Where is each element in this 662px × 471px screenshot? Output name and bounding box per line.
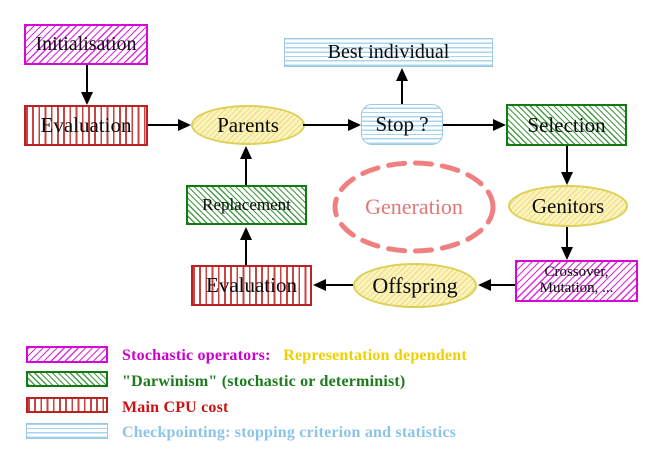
node-evaluation-bottom-label: Evaluation — [206, 273, 297, 298]
node-selection-label: Selection — [527, 112, 606, 137]
legend-swatch-cpu — [26, 397, 108, 413]
node-evaluation-top-label: Evaluation — [40, 113, 132, 138]
legend-row-cpu: Main CPU cost — [122, 399, 229, 417]
dashed-ellipse-graphic — [332, 160, 496, 254]
legend-stochastic-label: Stochastic operators: — [122, 347, 271, 364]
node-best-individual: Best individual — [284, 38, 493, 67]
legend-cpu-label: Main CPU cost — [122, 399, 229, 416]
legend-checkpointing-label: Checkpointing: stopping criterion and st… — [122, 424, 457, 441]
node-genitors-label: Genitors — [531, 193, 605, 218]
node-evaluation-top: Evaluation — [24, 105, 148, 146]
node-genitors: Genitors — [508, 185, 628, 227]
node-parents-label: Parents — [217, 112, 279, 137]
legend-swatch-darwinism — [26, 371, 108, 387]
node-initialisation-label: Initialisation — [35, 33, 137, 55]
node-selection: Selection — [506, 104, 627, 146]
node-replacement: Replacement — [186, 185, 307, 225]
node-best-individual-label: Best individual — [327, 41, 450, 63]
legend-representation-label: Representation dependent — [283, 347, 467, 364]
legend-swatch-checkpointing — [26, 423, 108, 439]
node-stop-label: Stop ? — [375, 112, 429, 137]
legend-row-checkpointing: Checkpointing: stopping criterion and st… — [122, 424, 456, 442]
node-offspring: Offspring — [353, 263, 477, 308]
generation-label: Generation — [365, 194, 463, 219]
legend-row-darwinism: "Darwinism" (stochastic or determinist) — [122, 373, 405, 391]
generation-cycle-ellipse: Generation — [329, 157, 499, 257]
node-stop: Stop ? — [361, 104, 443, 145]
node-evaluation-bottom: Evaluation — [191, 265, 312, 306]
node-initialisation: Initialisation — [24, 24, 148, 65]
node-replacement-label: Replacement — [202, 195, 291, 215]
legend-row-stochastic: Stochastic operators: Representation dep… — [122, 347, 467, 365]
node-crossover-line2: Mutation, ... — [539, 280, 614, 296]
node-crossover-line1: Crossover, — [544, 264, 609, 281]
node-parents: Parents — [191, 105, 305, 145]
legend-swatch-stochastic — [26, 346, 108, 363]
node-offspring-label: Offspring — [372, 272, 458, 298]
node-crossover-mutation: Crossover, Mutation, ... — [515, 260, 638, 302]
legend-darwinism-label: "Darwinism" (stochastic or determinist) — [122, 373, 406, 390]
